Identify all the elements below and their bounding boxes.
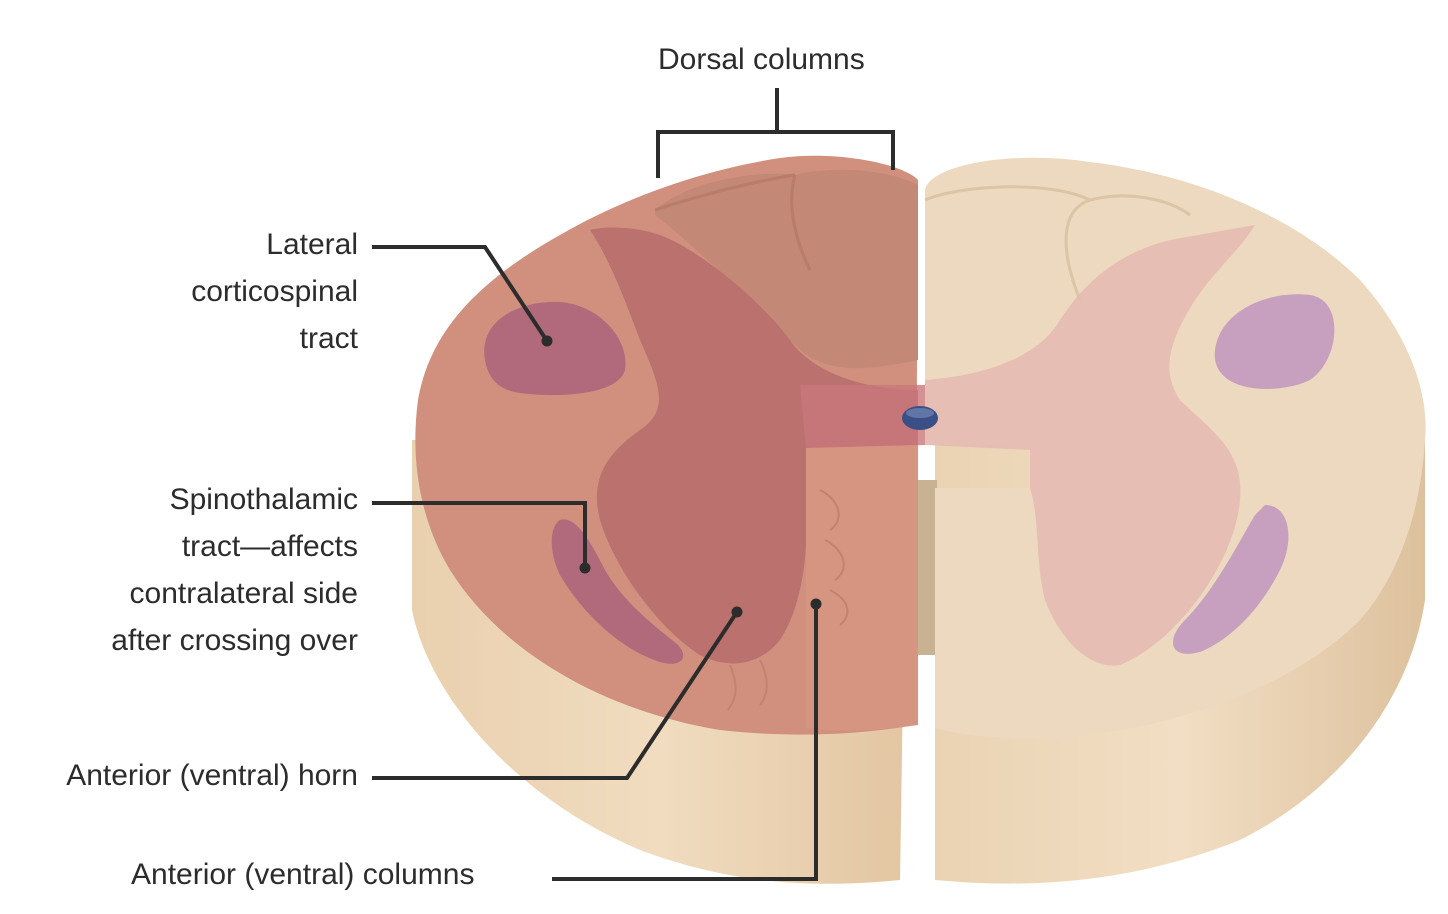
leader-line-lateral-corticospinal [372,245,549,343]
leader-dot-lateral-corticospinal [541,335,553,347]
label-anterior-horn: Anterior (ventral) horn [66,759,358,792]
leader-line-anterior-horn [372,610,739,780]
anterior-rootlets [727,489,849,711]
leader-dot-anterior-columns [810,598,822,610]
left-dorsal-column-outline [654,173,812,271]
label-line: after crossing over [111,624,358,657]
leader-line-spinothalamic [372,501,587,568]
right-lateral-corticospinal-tract [1214,294,1335,389]
left-dorsal-columns [655,169,918,369]
leader-dot-spinothalamic [579,562,591,574]
leader-dot-anterior-horn [731,606,743,618]
left-gray-matter [590,227,918,664]
label-line: contralateral side [129,577,358,610]
leader-line-anterior-columns [552,604,818,881]
right-dorsal-column-outline [924,185,1191,301]
right-gray-matter [925,225,1255,666]
left-lateral-corticospinal-tract [484,301,626,396]
label-line: tract—affects [181,530,358,563]
label-line: tract [299,322,358,355]
central-canal-rim [906,408,934,418]
gray-commissure [800,385,925,450]
label-line: corticospinal [191,275,358,308]
right-spinothalamic-tract [1173,505,1289,654]
label-dorsal-columns: Dorsal columns [658,43,865,76]
label-spinothalamic-tract: Spinothalamic tract—affects contralatera… [111,476,358,664]
label-line: Spinothalamic [169,483,358,516]
label-lateral-corticospinal-tract: Lateral corticospinal tract [191,221,358,362]
dorsal-columns-bracket [656,88,895,178]
left-anterior-white-matter [806,445,918,731]
label-anterior-columns: Anterior (ventral) columns [131,858,475,891]
label-line: Lateral [266,228,358,261]
